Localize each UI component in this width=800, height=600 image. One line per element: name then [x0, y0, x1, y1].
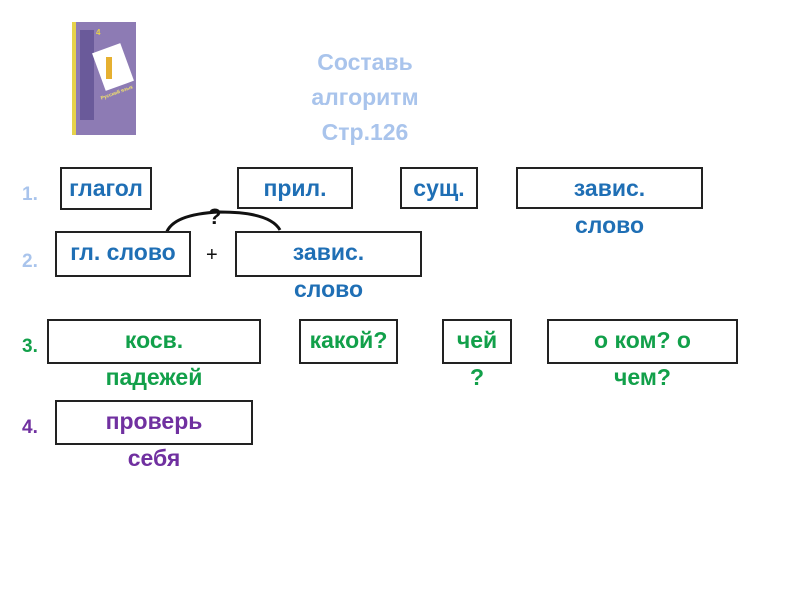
- box-noun: сущ.: [400, 167, 478, 209]
- box-verb: глагол: [60, 167, 152, 210]
- cover-letter: [106, 57, 112, 79]
- question-mark: ?: [208, 204, 222, 229]
- connection-arc-icon: [164, 210, 282, 235]
- box-which: какой?: [299, 319, 398, 364]
- box-whose: чей?: [442, 319, 512, 390]
- textbook-cover-image: 4 Русский язык: [72, 22, 136, 135]
- box-text: завис. слово: [292, 239, 365, 302]
- box-text: о ком? о чем?: [594, 327, 691, 390]
- box-main-word: гл. слово: [55, 231, 191, 277]
- box-about-whom: о ком? о чем?: [547, 319, 738, 390]
- cover-grade: 4: [96, 28, 101, 37]
- cover-illustration: [92, 43, 134, 91]
- plus-sign: +: [206, 244, 218, 266]
- step-number-3: 3.: [22, 336, 38, 357]
- box-text: сущ.: [413, 175, 465, 201]
- cover-castle: [80, 30, 94, 120]
- box-check-yourself: проверь себя: [55, 400, 253, 471]
- step-number-1: 1.: [22, 184, 38, 205]
- title-line: алгоритм: [311, 84, 419, 110]
- step-number-4: 4.: [22, 417, 38, 438]
- box-adjective: прил.: [237, 167, 353, 209]
- title-line: Стр.126: [321, 119, 409, 145]
- box-text: чей?: [456, 327, 498, 390]
- box-text: гл. слово: [70, 239, 176, 265]
- box-dependent-word: завис. слово: [516, 167, 703, 238]
- slide-title: Составь алгоритм Стр.126: [260, 45, 470, 150]
- box-text: глагол: [69, 175, 143, 201]
- box-dependent-word-2: завис. слово: [235, 231, 422, 302]
- title-line: Составь: [317, 49, 413, 75]
- box-text: завис. слово: [573, 175, 646, 238]
- box-text: косв. падежей: [105, 327, 203, 390]
- box-text: какой?: [309, 327, 388, 353]
- box-text: прил.: [263, 175, 327, 201]
- step-number-2: 2.: [22, 251, 38, 272]
- box-oblique-cases: косв. падежей: [47, 319, 261, 390]
- box-text: проверь себя: [105, 408, 203, 471]
